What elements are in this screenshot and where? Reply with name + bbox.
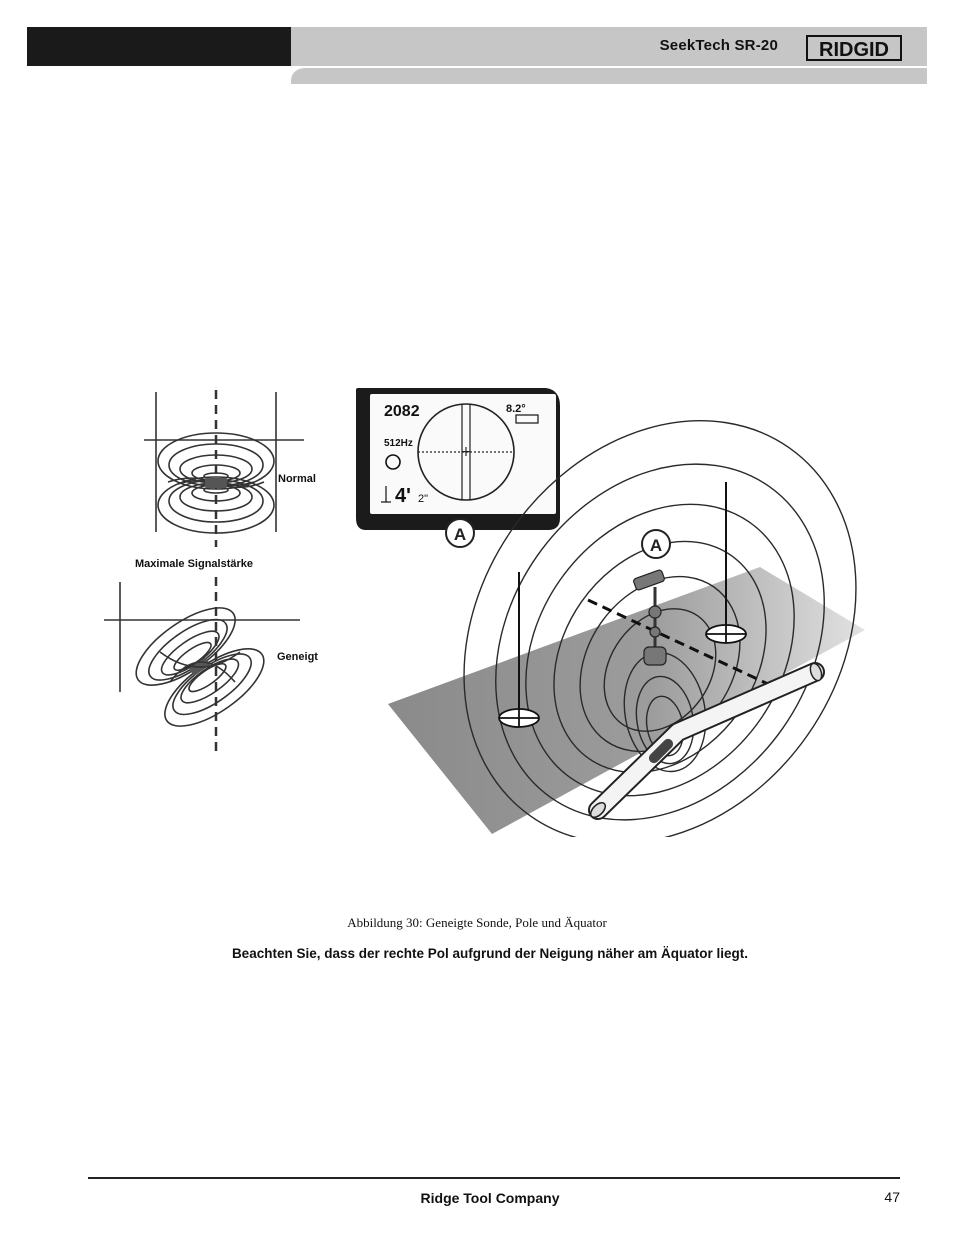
figure-illustration: + 2082 8.2° 512Hz 4' 2" A: [104, 388, 865, 844]
svg-text:RIDGID: RIDGID: [819, 39, 889, 61]
screen-frequency: 512Hz: [384, 438, 413, 449]
figure-30: + 2082 8.2° 512Hz 4' 2" A: [100, 382, 868, 844]
normal-dipole-diagram: [144, 390, 304, 547]
label-normal: Normal: [278, 473, 316, 485]
left-pole-marker: [498, 708, 540, 728]
battery-icon: [515, 414, 539, 424]
screen-depth-feet: 4': [395, 485, 411, 507]
tilted-dipole-diagram: [104, 577, 300, 752]
right-pole-marker: [705, 624, 747, 644]
ridgid-logo: RIDGID: [806, 35, 902, 61]
svg-text:A: A: [650, 536, 662, 555]
locator-screen: + 2082 8.2° 512Hz 4' 2": [356, 388, 560, 530]
screen-signal-value: 2082: [384, 403, 420, 420]
marker-a-screen: A: [445, 518, 475, 548]
equator-line: [587, 598, 769, 686]
footer-rule: [88, 1177, 900, 1179]
product-title: SeekTech SR-20: [659, 37, 778, 54]
footer-company: Ridge Tool Company: [420, 1190, 560, 1206]
screen-depth-inches: 2": [418, 493, 428, 505]
screen-angle-value: 8.2°: [506, 403, 526, 415]
svg-text:A: A: [454, 525, 466, 544]
sonde-icon: [385, 454, 401, 470]
svg-text:+: +: [460, 444, 472, 460]
header-black-band: [27, 27, 291, 66]
figure-caption: Abbildung 30: Geneigte Sonde, Pole und Ä…: [347, 915, 607, 930]
marker-a-field: A: [641, 529, 671, 559]
label-tilted: Geneigt: [277, 651, 318, 663]
header-grey-tab: [291, 66, 927, 84]
page-number: 47: [884, 1189, 900, 1205]
figure-note: Beachten Sie, dass der rechte Pol aufgru…: [231, 946, 749, 961]
locator-device-icon: [633, 569, 667, 666]
label-max-signal: Maximale Signalstärke: [135, 558, 254, 570]
pipe-with-sonde: [588, 662, 825, 820]
